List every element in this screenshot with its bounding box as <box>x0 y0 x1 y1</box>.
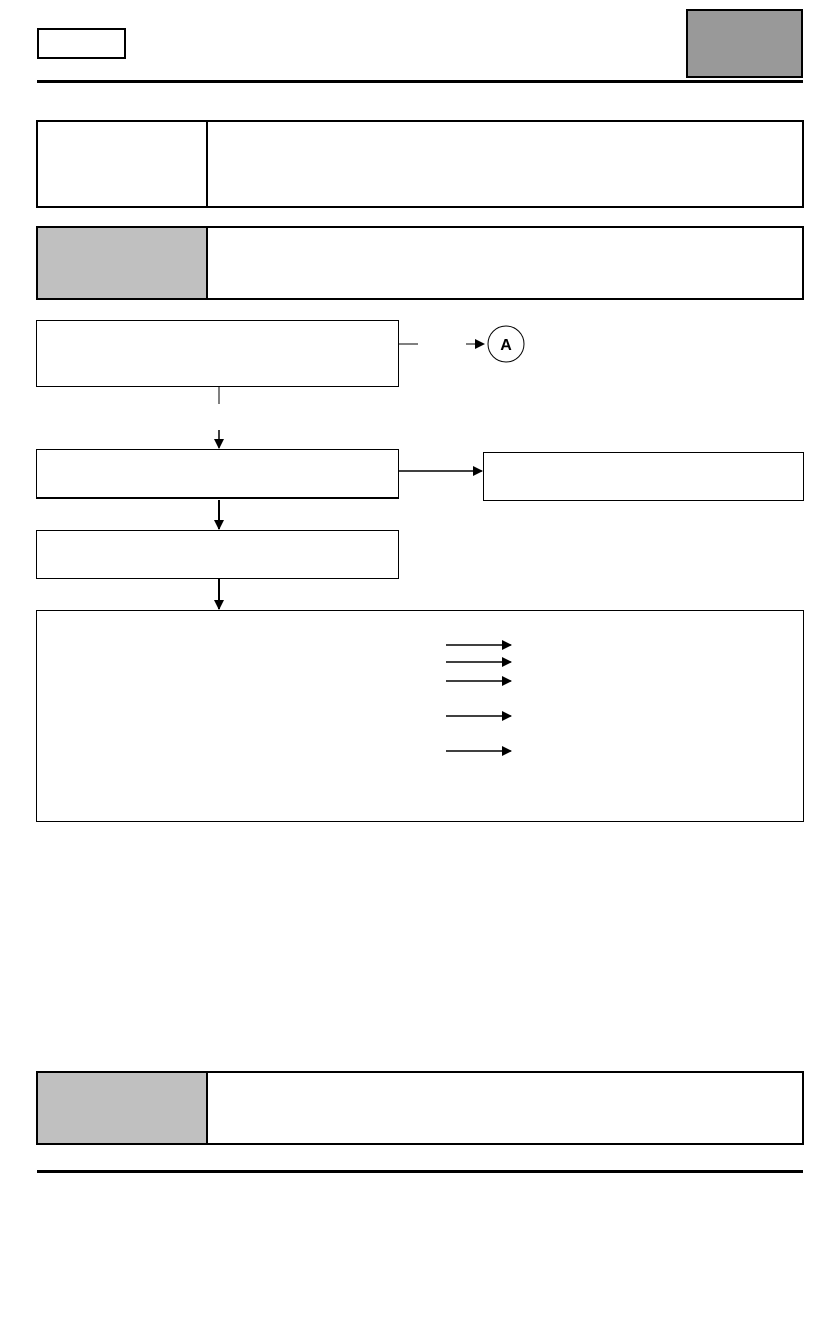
after-repair-label-cell <box>38 1073 208 1143</box>
after-repair-table <box>36 1071 804 1145</box>
step3-box <box>36 530 399 579</box>
connector-a-label: A <box>500 337 512 354</box>
reference-label-box <box>37 28 126 59</box>
step2-box <box>36 449 399 499</box>
notes-label-cell <box>38 228 208 298</box>
fault-table <box>36 120 804 208</box>
footer-rule <box>37 1170 803 1173</box>
chapter-tab <box>686 9 803 78</box>
fault-table-label-cell <box>38 122 208 206</box>
step1-box <box>36 320 399 387</box>
connector-a-circle <box>487 325 525 363</box>
step4-box <box>36 610 804 822</box>
notes-table <box>36 226 804 300</box>
header-rule <box>37 80 803 83</box>
step2-result-box <box>483 452 804 501</box>
after-repair-text-cell <box>210 1073 802 1143</box>
